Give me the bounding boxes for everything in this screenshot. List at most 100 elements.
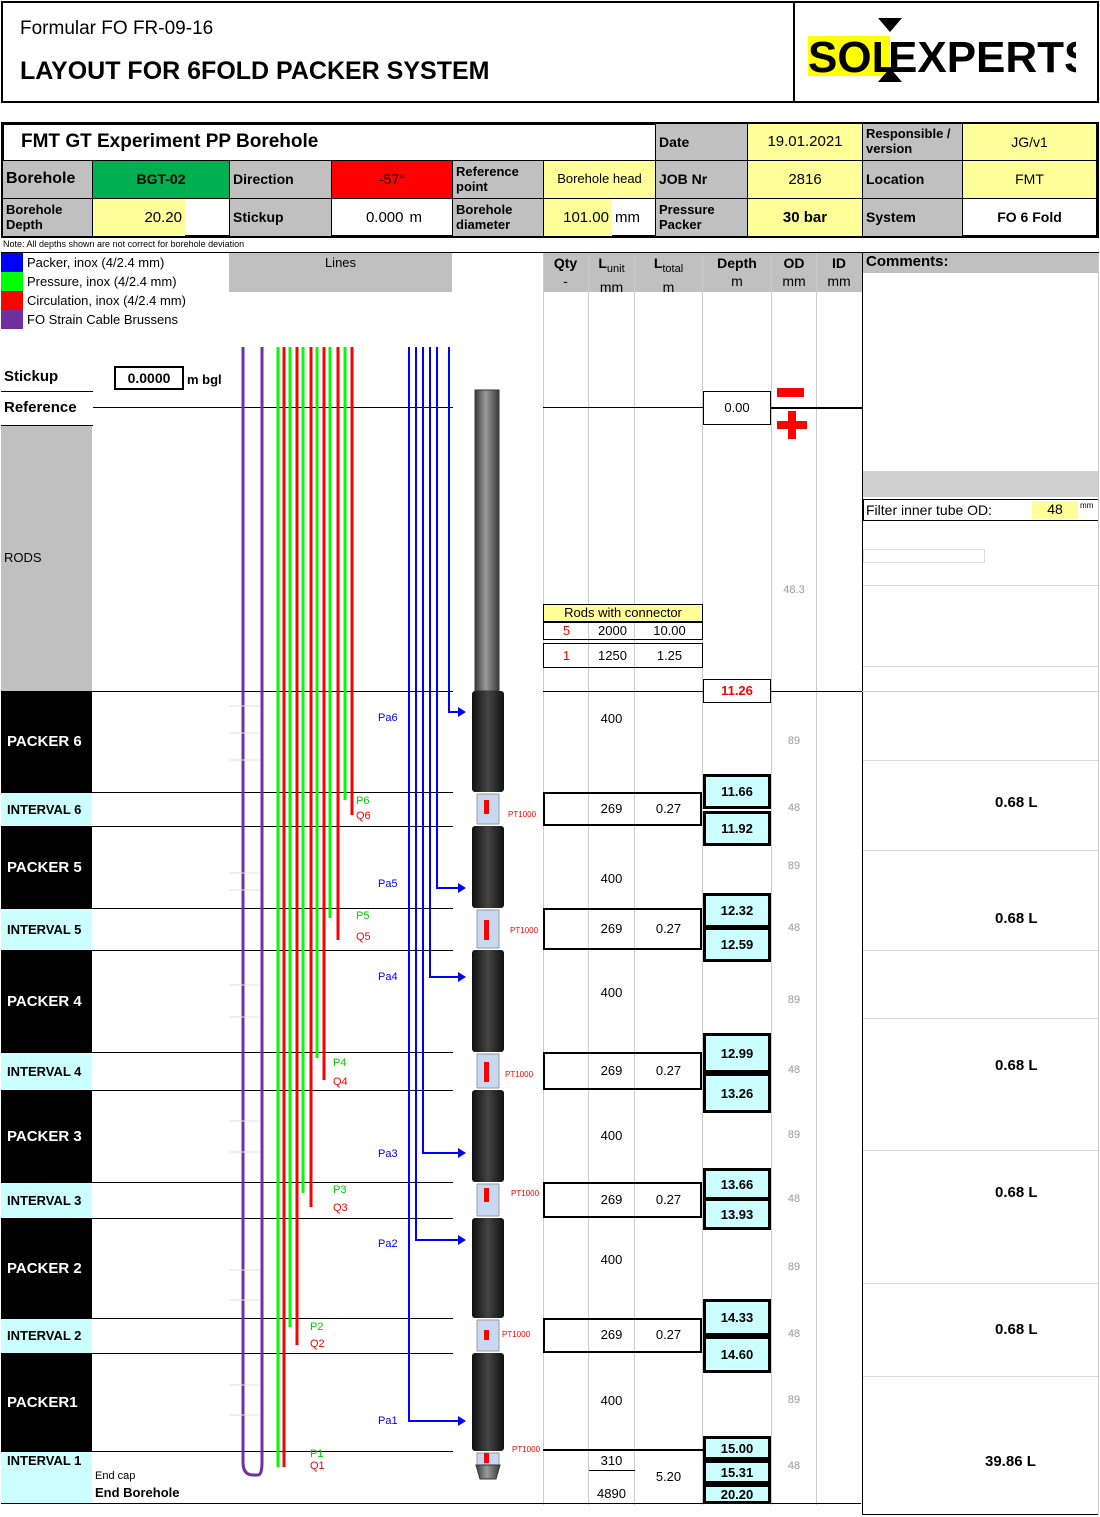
bhdepth-label: Borehole Depth <box>3 199 92 236</box>
vol-interval-3: 0.68 L <box>995 1184 1038 1201</box>
legend-pressure: Pressure, inox (4/2.4 mm) <box>1 272 229 291</box>
packer-5-body <box>472 826 504 908</box>
packer-2-body <box>472 1218 504 1318</box>
form-code: Formular FO FR-09-16 <box>20 18 214 39</box>
company-logo: SOL EXPERTS <box>808 18 1093 82</box>
svg-text:SOL: SOL <box>808 33 898 82</box>
label-q4: Q4 <box>333 1076 348 1088</box>
reference-label: Reference <box>4 399 77 416</box>
fo-cable-loop <box>241 347 264 1477</box>
sensor-5: PT1000 <box>510 926 539 935</box>
lunit-packer-5: 400 <box>600 871 623 886</box>
label-pa6: Pa6 <box>378 712 398 724</box>
sensor-6: PT1000 <box>508 810 537 819</box>
packer-1-body <box>472 1353 504 1451</box>
bhdepth-value: 20.20 <box>93 199 185 236</box>
ltotal-interval-1: 5.20 <box>655 1469 682 1484</box>
label-p4: P4 <box>333 1057 347 1069</box>
depth-top-interval-5: 12.32 <box>703 893 771 928</box>
lunit-interval-5: 269 <box>600 921 623 936</box>
col-qty: Qty- <box>553 255 578 289</box>
depth-top-interval-3: 13.66 <box>703 1168 771 1200</box>
od-packer-3: 89 <box>787 1129 801 1141</box>
section-interval-1: INTERVAL 1 <box>1 1451 92 1503</box>
label-pa2: Pa2 <box>378 1238 398 1250</box>
lunit-interval-4: 269 <box>600 1063 623 1078</box>
system-value: FO 6 Fold <box>997 209 1062 226</box>
packer-line-pa5 <box>436 347 460 889</box>
lunit-interval-6: 269 <box>600 801 623 816</box>
info-grid <box>1 122 1099 238</box>
end-cap <box>475 1464 501 1480</box>
label-q5: Q5 <box>356 931 371 943</box>
ltotal-interval-4: 0.27 <box>655 1063 682 1078</box>
location-value: FMT <box>963 161 1096 198</box>
depth-bot-interval-4: 13.26 <box>703 1073 771 1113</box>
filter-box: Filter inner tube OD: 48 mm <box>863 499 1099 521</box>
plus-icon <box>777 411 807 439</box>
packer-line-pa1 <box>408 347 460 1422</box>
pressure-label: Pressure Packer <box>656 199 747 236</box>
lunit-interval-1: 310 <box>600 1453 623 1468</box>
label-p5: P5 <box>356 910 370 922</box>
od-interval-3: 48 <box>787 1193 801 1205</box>
vol-interval-5: 0.68 L <box>995 910 1038 927</box>
lunit-interval-3: 269 <box>600 1192 623 1207</box>
rods-label: RODS <box>4 550 42 565</box>
form-header <box>1 1 1099 103</box>
diameter-value: 101.00 <box>544 199 612 236</box>
legend-fo-cable: FO Strain Cable Brussens <box>1 310 229 329</box>
filter-value: 48 <box>1032 501 1078 519</box>
lines-header: Lines <box>229 253 452 292</box>
packer-6-body <box>472 691 504 792</box>
label-p3: P3 <box>333 1184 347 1196</box>
depth-bot-interval-1: 15.31 <box>703 1460 771 1484</box>
filter-unit: mm <box>1080 501 1094 510</box>
depth-top-interval-1: 15.00 <box>703 1436 771 1460</box>
od-interval-6: 48 <box>787 802 801 814</box>
connector-row-1: 5 2000 10.00 <box>543 622 703 640</box>
od-interval-2: 48 <box>787 1328 801 1340</box>
od-interval-1: 48 <box>787 1460 801 1472</box>
stickup-row-value: 0.0000 <box>114 366 184 390</box>
endcap-label: End cap <box>95 1470 136 1482</box>
label-p1: P1 <box>310 1448 324 1460</box>
label-p6: P6 <box>356 795 370 807</box>
od-interval-4: 48 <box>787 1064 801 1076</box>
rods-section <box>1 425 92 691</box>
svg-text:EXPERTS: EXPERTS <box>888 33 1076 82</box>
section-packer-1: PACKER1 <box>1 1353 92 1451</box>
depth-top-interval-4: 12.99 <box>703 1033 771 1073</box>
od-packer-6: 89 <box>787 735 801 747</box>
label-q1: Q1 <box>310 1460 325 1472</box>
stickup-label: Stickup <box>230 199 331 236</box>
sensor-3: PT1000 <box>511 1189 540 1198</box>
label-pa1: Pa1 <box>378 1415 398 1427</box>
lunit2-interval-1: 4890 <box>597 1486 626 1501</box>
date-value: 19.01.2021 <box>748 124 862 160</box>
filter-label: Filter inner tube OD: <box>866 502 993 518</box>
section-interval-2: INTERVAL 2 <box>1 1318 92 1353</box>
stickup-unit: m <box>409 208 423 226</box>
lunit-packer-2: 400 <box>600 1252 623 1267</box>
borehole-label: Borehole <box>3 161 92 198</box>
depth-end-borehole: 20.20 <box>703 1484 771 1504</box>
od-packer-4: 89 <box>787 994 801 1006</box>
row-interval-5 <box>543 908 702 950</box>
label-pa3: Pa3 <box>378 1148 398 1160</box>
section-interval-6: INTERVAL 6 <box>1 792 92 826</box>
vol-interval-2: 0.68 L <box>995 1321 1038 1338</box>
depth-top-interval-6: 11.66 <box>703 774 771 809</box>
od-packer-2: 89 <box>787 1261 801 1273</box>
refpoint-label: Reference point <box>453 161 543 198</box>
label-pa5: Pa5 <box>378 878 398 890</box>
lunit-interval-2: 269 <box>600 1327 623 1342</box>
od-interval-5: 48 <box>787 922 801 934</box>
sensor-4: PT1000 <box>505 1070 534 1079</box>
packer-line-pa3 <box>422 347 460 1154</box>
date-label: Date <box>656 124 747 160</box>
